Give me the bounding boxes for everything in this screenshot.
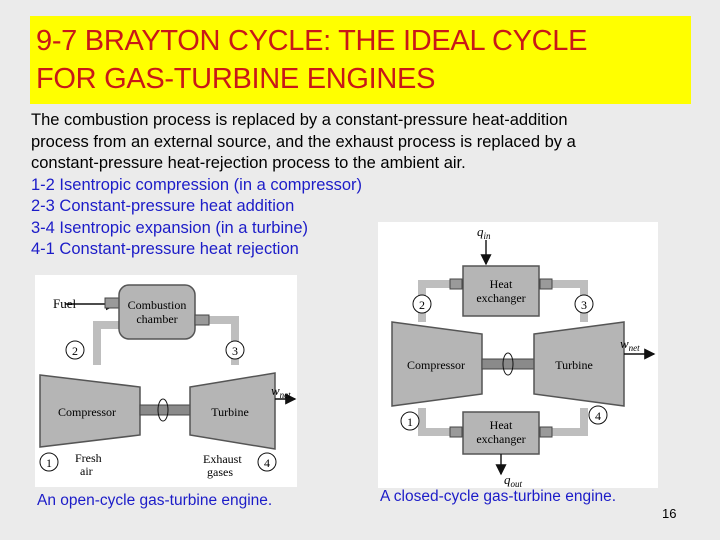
- step-2-3: 2-3 Constant-pressure heat addition: [31, 197, 295, 215]
- open-cycle-diagram: Fuel Combustion chamber 2 3 Compressor T…: [35, 275, 297, 487]
- closed-compressor: [391, 321, 483, 407]
- combustion-chamber-label-2: chamber: [136, 312, 177, 326]
- closed-state-2-marker: 2: [412, 294, 432, 314]
- closed-turbine-label: Turbine: [555, 358, 593, 372]
- closed-state-4-marker: 4: [588, 405, 608, 425]
- svg-text:2: 2: [72, 344, 78, 358]
- exhaust-gases-label-2: gases: [207, 465, 233, 479]
- title-line-1: 9-7 BRAYTON CYCLE: THE IDEAL CYCLE: [36, 25, 588, 57]
- combustion-chamber-label-1: Combustion: [128, 298, 187, 312]
- closed-cycle-caption: A closed-cycle gas-turbine engine.: [380, 488, 617, 505]
- state-2-marker: 2: [65, 340, 85, 360]
- step-1-2: 1-2 Isentropic compression (in a compres…: [31, 175, 363, 194]
- slide-title: 9-7 BRAYTON CYCLE: THE IDEAL CYCLE FOR G…: [30, 16, 691, 104]
- heat-exchanger-bottom: [462, 411, 540, 455]
- combustion-chamber: [118, 284, 196, 340]
- svg-text:4: 4: [595, 409, 601, 423]
- svg-text:3: 3: [232, 344, 238, 358]
- fresh-air-label-2: air: [80, 464, 93, 478]
- qout-label: qout: [504, 472, 523, 488]
- state-3-marker: 3: [225, 340, 245, 360]
- paragraph-line-2: process from an external source, and the…: [31, 132, 576, 151]
- state-1-marker: 1: [39, 452, 59, 472]
- shaft: [139, 404, 191, 416]
- page-number: 16: [662, 506, 677, 521]
- title-line-2: FOR GAS-TURBINE ENGINES: [36, 63, 436, 95]
- compressor: [39, 374, 141, 448]
- closed-wnet-label: wnet: [620, 336, 640, 353]
- closed-cycle-diagram: qin Heat exchanger 2 3 Compressor Turbin…: [378, 222, 658, 489]
- heat-exchanger-bottom-label-2: exchanger: [476, 432, 525, 446]
- turbine: [189, 372, 276, 450]
- paragraph-line-1: The combustion process is replaced by a …: [31, 111, 568, 129]
- svg-text:3: 3: [581, 298, 587, 312]
- closed-turbine: [533, 321, 625, 407]
- heat-exchanger-top: [462, 265, 540, 317]
- fuel-label: Fuel: [53, 296, 77, 311]
- wnet-label: wnet: [271, 383, 291, 400]
- svg-text:2: 2: [419, 298, 425, 312]
- closed-compressor-label: Compressor: [407, 358, 465, 372]
- paragraph-line-3: constant-pressure heat-rejection process…: [31, 154, 466, 172]
- body-text: The combustion process is replaced by a …: [31, 110, 681, 261]
- closed-state-3-marker: 3: [574, 294, 594, 314]
- qin-label: qin: [477, 224, 491, 241]
- exhaust-gases-label-1: Exhaust: [203, 452, 242, 466]
- state-4-marker: 4: [257, 452, 277, 472]
- turbine-label: Turbine: [211, 405, 249, 419]
- heat-exchanger-top-label-1: Heat: [490, 277, 513, 291]
- step-4-1: 4-1 Constant-pressure heat rejection: [31, 240, 299, 258]
- svg-text:1: 1: [46, 456, 52, 470]
- compressor-label: Compressor: [58, 405, 116, 419]
- open-cycle-caption: An open-cycle gas-turbine engine.: [37, 492, 273, 509]
- closed-shaft: [481, 358, 535, 370]
- svg-text:1: 1: [407, 415, 413, 429]
- svg-text:4: 4: [264, 456, 270, 470]
- heat-exchanger-top-label-2: exchanger: [476, 291, 525, 305]
- heat-exchanger-bottom-label-1: Heat: [490, 418, 513, 432]
- closed-state-1-marker: 1: [400, 411, 420, 431]
- fresh-air-label-1: Fresh: [75, 451, 102, 465]
- step-3-4: 3-4 Isentropic expansion (in a turbine): [31, 218, 308, 237]
